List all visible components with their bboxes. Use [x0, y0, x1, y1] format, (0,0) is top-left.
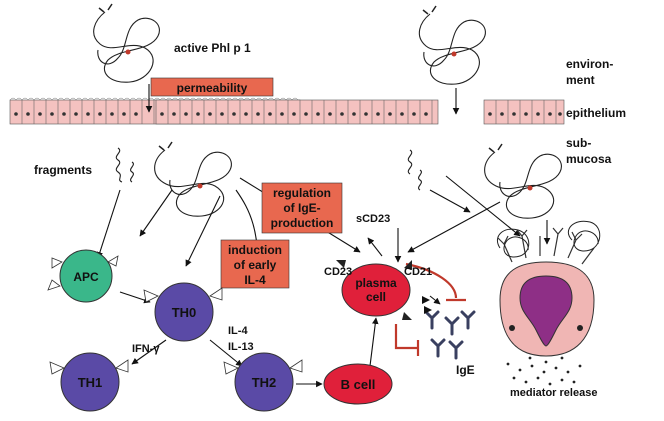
inhibition-lines [394, 262, 466, 356]
induction-line-2: of early [234, 258, 277, 272]
submucosa-label-2: mucosa [566, 152, 612, 166]
th1-cell: TH1 [49, 352, 129, 412]
b-cell-label: B cell [341, 377, 376, 392]
th2-label: TH2 [252, 375, 277, 390]
permeability-box: permeability [150, 77, 274, 97]
regulation-line-2: of IgE- [283, 201, 320, 215]
th0-label: TH0 [172, 305, 197, 320]
allergen-molecule-center [154, 141, 232, 217]
arrows [96, 84, 551, 388]
induction-line-1: induction [228, 243, 282, 257]
plasma-label-1: plasma [355, 276, 397, 290]
epithelium-label: epithelium [566, 106, 626, 120]
epithelium-right [483, 99, 565, 125]
plasma-label-2: cell [366, 290, 386, 304]
ige-antibodies [424, 310, 476, 360]
plasma-cell: plasma cell [336, 260, 412, 320]
apc-label: APC [73, 270, 99, 284]
induction-box: induction of early IL-4 [220, 239, 290, 289]
regulation-line-1: regulation [273, 186, 331, 200]
environment-label-1: environ- [566, 57, 613, 71]
submucosa-label-1: sub- [566, 136, 591, 150]
induction-line-3: IL-4 [244, 273, 266, 287]
il4-label: IL-4 [228, 325, 248, 337]
apc-cell: APC [47, 249, 119, 303]
allergen-molecule-top-right [418, 5, 486, 85]
mediator-release-label: mediator release [510, 387, 597, 399]
th2-cell: TH2 [223, 352, 303, 412]
allergen-molecule-right [484, 143, 562, 219]
b-cell: B cell [323, 363, 393, 405]
ige-label: IgE [456, 363, 475, 377]
fragment-squiggles [115, 147, 422, 191]
fragments-label: fragments [34, 163, 92, 177]
permeability-label: permeability [177, 81, 248, 95]
cd21-label: CD21 [404, 266, 432, 278]
mast-cell [496, 220, 601, 386]
regulation-line-3: production [271, 216, 334, 230]
epithelium-middle [155, 99, 439, 125]
cd23-label: CD23 [324, 266, 352, 278]
th1-label: TH1 [78, 375, 103, 390]
scd23-label: sCD23 [356, 213, 390, 225]
th0-cell: TH0 [143, 282, 223, 342]
il13-label: IL-13 [228, 341, 254, 353]
allergen-molecule-top-left [93, 3, 160, 83]
ifn-gamma-label: IFN-γ [132, 343, 160, 355]
secretion-arrows [422, 296, 432, 314]
regulation-box: regulation of IgE- production [261, 182, 343, 234]
environment-label-2: ment [566, 73, 595, 87]
active-phl-label: active Phl p 1 [174, 41, 251, 55]
